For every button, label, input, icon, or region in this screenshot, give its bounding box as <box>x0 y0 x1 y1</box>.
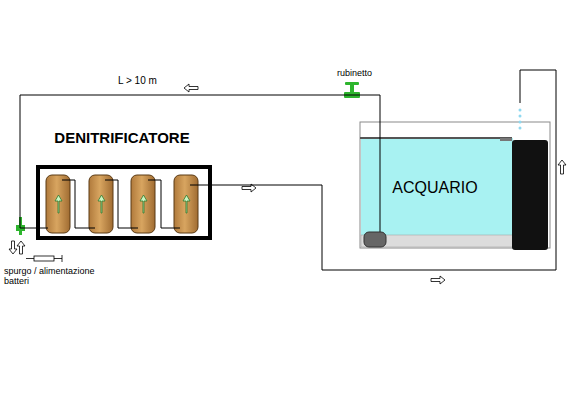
tap-label: rubinetto <box>337 68 372 78</box>
pipe <box>62 180 95 228</box>
column <box>131 175 155 233</box>
water-drops <box>519 109 522 130</box>
tank-lid <box>360 137 512 139</box>
up-arrow <box>140 195 147 213</box>
denitrificator-box: DENITRIFICATORE <box>36 126 212 240</box>
syringe-needle <box>26 258 34 259</box>
purge-label: spurgo / alimentazione batteri <box>4 266 96 287</box>
pump <box>364 232 386 247</box>
syringe-grip <box>62 255 63 262</box>
right-arrow <box>431 276 445 284</box>
up-arrow <box>17 241 25 254</box>
drop <box>519 115 522 118</box>
filter-column <box>512 140 548 250</box>
syringe-plunger <box>54 258 62 259</box>
water <box>361 138 513 235</box>
intake-pipe <box>380 122 381 234</box>
syringe-barrel <box>34 256 54 261</box>
up-arrow <box>55 195 62 213</box>
column <box>89 175 113 233</box>
pipe <box>105 180 138 228</box>
column <box>46 175 70 233</box>
drop <box>519 121 522 124</box>
direction-arrows <box>9 84 566 284</box>
pipe-connector <box>20 95 380 228</box>
up-arrow <box>183 195 190 213</box>
drop <box>519 127 522 130</box>
pipe-connector <box>212 70 556 270</box>
pipe <box>148 180 180 228</box>
tap-stem <box>350 84 354 93</box>
up-arrow <box>98 195 105 213</box>
filter-outlet <box>500 138 512 141</box>
down-arrow <box>9 241 17 254</box>
tank-label: ACQUARIO <box>392 179 477 197</box>
reactor-columns <box>46 175 198 233</box>
length-label: L > 10 m <box>118 75 157 87</box>
column-links <box>36 180 212 228</box>
flow-arrows <box>55 195 190 213</box>
tap-handle <box>345 82 359 85</box>
box-heading: DENITRIFICATORE <box>54 129 189 146</box>
up-arrow <box>558 160 566 174</box>
syringe <box>26 255 62 262</box>
left-arrow <box>184 84 198 92</box>
tap <box>344 82 360 98</box>
column <box>174 175 198 233</box>
denitrificator-frame <box>36 165 212 240</box>
aquarium-tank: ACQUARIO <box>360 122 550 248</box>
drop <box>519 109 522 112</box>
